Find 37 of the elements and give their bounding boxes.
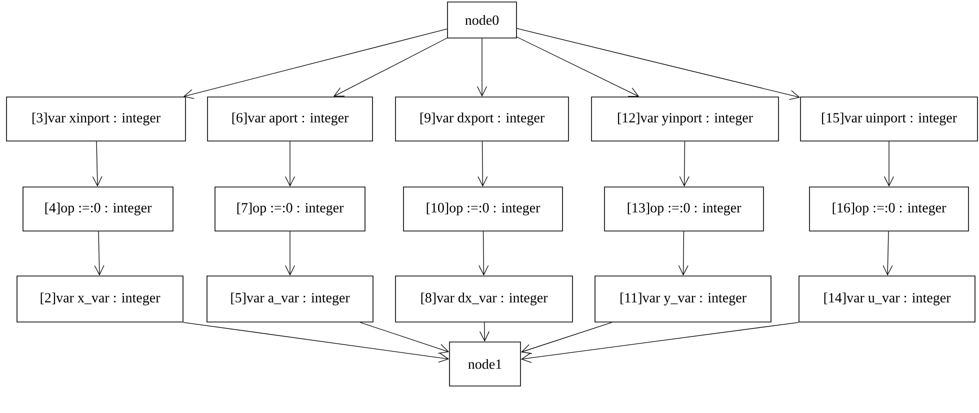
arrow bbox=[478, 141, 488, 187]
process-box: [8]var dx_var : integer bbox=[395, 276, 573, 322]
process-box: node0 bbox=[447, 2, 517, 38]
process-box: [6]var aport : integer bbox=[207, 96, 373, 142]
process-box: [5]var a_var : integer bbox=[206, 276, 374, 322]
arrow bbox=[360, 322, 450, 354]
process-box: [10]op :=:0 : integer bbox=[403, 186, 563, 232]
process-box: [4]op :=:0 : integer bbox=[22, 186, 174, 232]
arrow bbox=[516, 36, 640, 97]
arrow bbox=[183, 28, 448, 99]
arrow bbox=[480, 322, 490, 342]
arrow bbox=[516, 28, 800, 100]
arrow bbox=[183, 322, 450, 363]
arrow bbox=[678, 231, 688, 276]
arrow bbox=[94, 231, 104, 276]
arrow bbox=[477, 38, 487, 97]
process-box: [2]var x_var : integer bbox=[16, 276, 184, 322]
arrow bbox=[679, 141, 690, 187]
arrow bbox=[478, 231, 489, 276]
process-box: [11]var y_var : integer bbox=[594, 276, 772, 322]
arrow bbox=[884, 141, 894, 187]
arrow bbox=[285, 231, 295, 276]
process-box: [12]var yinport : integer bbox=[591, 96, 779, 142]
process-box: [16]op :=:0 : integer bbox=[809, 186, 969, 232]
process-box: [9]var dxport : integer bbox=[395, 96, 569, 142]
process-box: node1 bbox=[449, 342, 521, 386]
process-box: [3]var xinport : integer bbox=[6, 96, 186, 142]
arrow bbox=[333, 38, 448, 97]
arrow bbox=[882, 231, 893, 276]
process-box: [7]op :=:0 : integer bbox=[214, 186, 366, 232]
process-box: [13]op :=:0 : integer bbox=[604, 186, 764, 232]
process-box: [14]var u_var : integer bbox=[798, 276, 976, 322]
arrow bbox=[92, 141, 102, 187]
process-box: [15]var uinport : integer bbox=[800, 96, 978, 142]
arrow bbox=[520, 322, 612, 354]
arrow bbox=[520, 322, 799, 363]
arrow bbox=[285, 141, 295, 187]
